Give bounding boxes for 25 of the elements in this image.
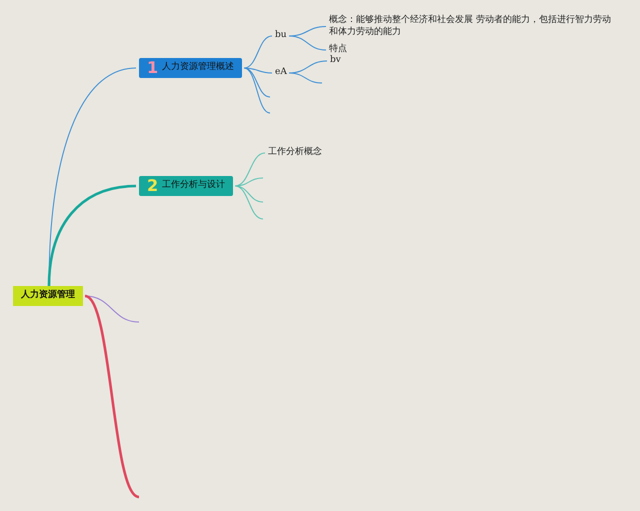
branch-text: bv: [330, 55, 341, 67]
branch-line: [234, 186, 264, 220]
topic-number: 1: [147, 60, 158, 76]
branch-line: [288, 36, 326, 50]
branch-line: [244, 68, 272, 74]
branch-text: eA: [275, 67, 287, 79]
topic-label: 工作分析与设计: [162, 180, 226, 192]
topic-box: [139, 58, 242, 78]
branch-line: [234, 186, 264, 202]
branch-line: [244, 36, 272, 68]
branch-line: [288, 72, 322, 84]
branch-text: 特点: [329, 44, 347, 55]
branch-line: [244, 68, 270, 114]
branch-text: bu: [275, 30, 287, 42]
branch-line: [48, 184, 136, 286]
branch-line: [84, 294, 140, 498]
branch-text: 概念：能够推动整个经济和社会发展 劳动者的能力，包括进行智力劳动和体力劳动的能力: [329, 15, 612, 38]
topic-box: [139, 176, 234, 196]
topic-label: 人力资源管理概述: [162, 62, 234, 74]
branch-text: 工作分析概念: [268, 147, 322, 159]
branch-line: [234, 152, 266, 186]
topic-box: [13, 286, 83, 306]
branch-line: [244, 68, 270, 98]
topic-number: 2: [147, 178, 158, 194]
topic-label: 人力资源管理: [21, 290, 75, 302]
